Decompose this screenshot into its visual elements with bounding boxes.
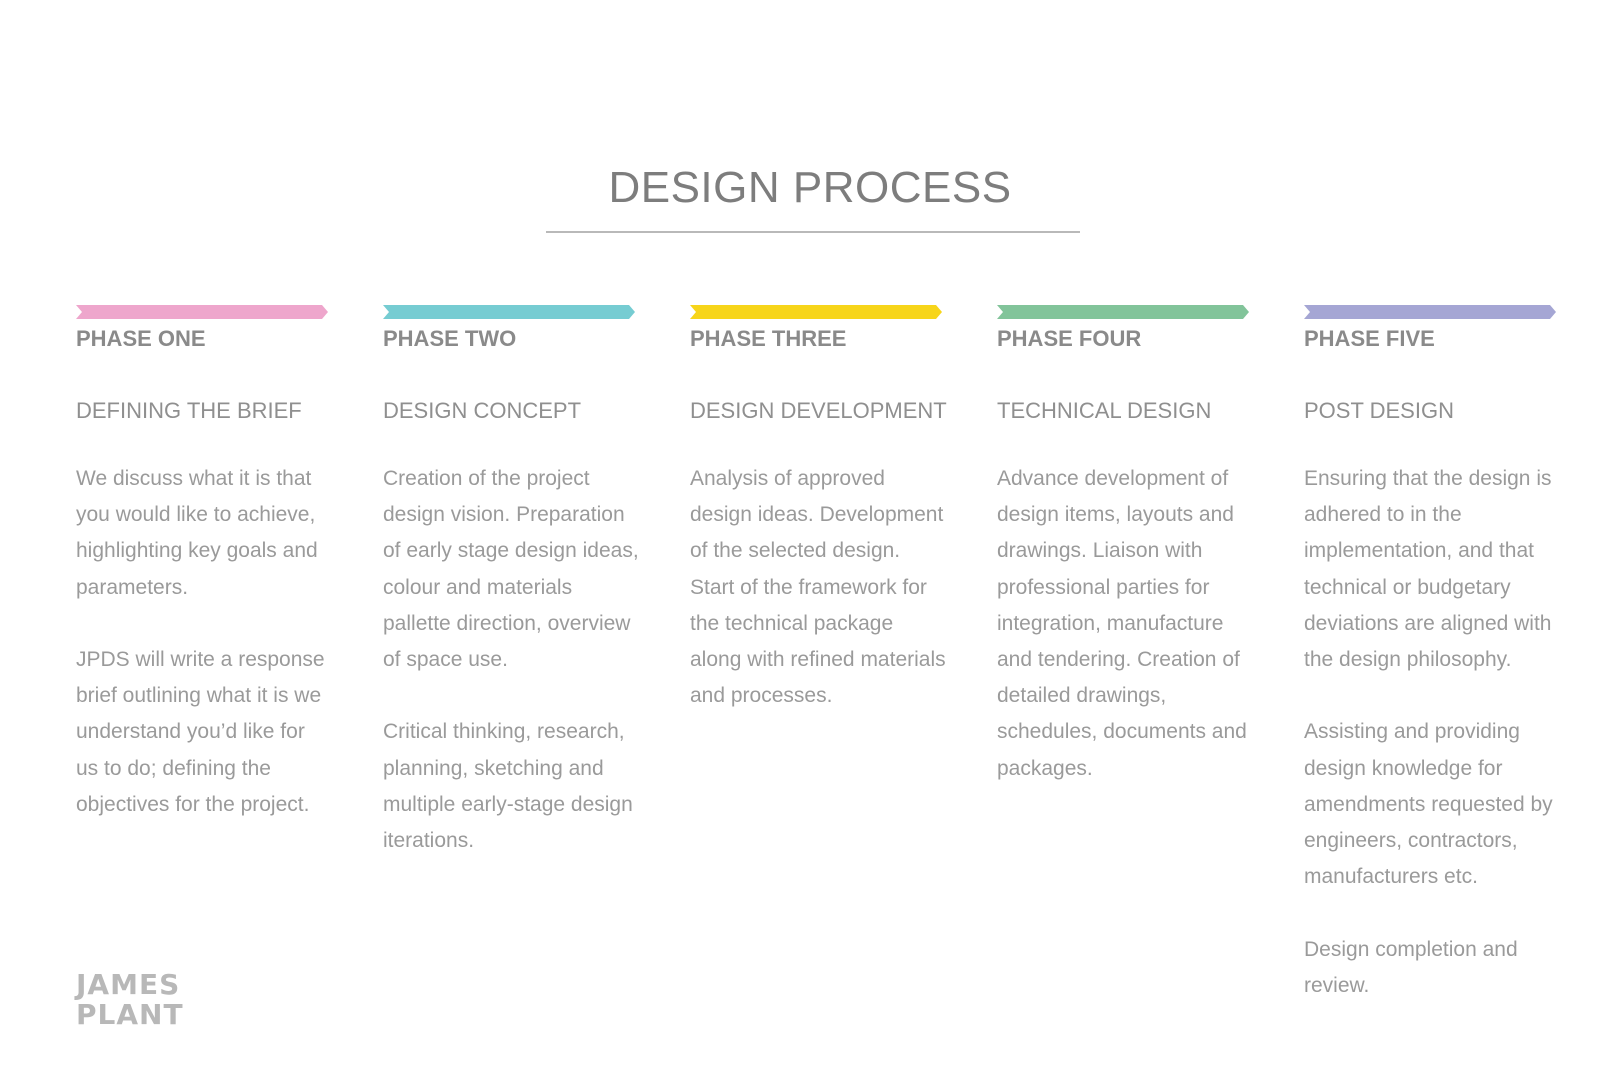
phase-subtitle: DESIGN DEVELOPMENT — [690, 398, 947, 423]
phase-paragraph: Assisting and providing design knowledge… — [1304, 720, 1553, 889]
phase-paragraph: Design completion and review. — [1304, 937, 1518, 997]
phase-subtitle: DEFINING THE BRIEF — [76, 398, 302, 423]
phase-description: Analysis of approved design ideas. Devel… — [690, 461, 946, 714]
phase-column-five: PHASE FIVE POST DESIGN Ensuring that the… — [1304, 305, 1560, 1040]
page-title: DESIGN PROCESS — [608, 163, 1012, 212]
phase-paragraph: JPDS will write a response brief outlini… — [76, 648, 325, 816]
phase-paragraph: Critical thinking, research, planning, s… — [383, 720, 633, 853]
phase-subtitle: DESIGN CONCEPT — [383, 398, 582, 423]
phase-paragraph: We discuss what it is that you would lik… — [76, 467, 318, 599]
phase-paragraph: Creation of the project design vision. P… — [383, 467, 639, 672]
logo-line-two: PLANT — [76, 998, 184, 1031]
phase-label: PHASE FOUR — [997, 326, 1142, 351]
phase-subtitle: TECHNICAL DESIGN — [997, 398, 1212, 423]
company-logo: JAMES PLANT — [76, 970, 184, 1030]
phase-paragraph: Advance development of design items, lay… — [997, 467, 1247, 780]
logo-line-one: JAMES — [76, 968, 181, 1001]
phase-label: PHASE THREE — [690, 326, 847, 351]
phase-five-ribbon — [1304, 305, 1556, 319]
phase-four-ribbon — [997, 305, 1249, 319]
phase-paragraph: Ensuring that the design is adhered to i… — [1304, 467, 1552, 672]
phase-column-two: PHASE TWO DESIGN CONCEPT Creation of the… — [383, 305, 639, 895]
phase-description: Creation of the project design vision. P… — [383, 461, 639, 859]
phase-label: PHASE FIVE — [1304, 326, 1435, 351]
phase-one-ribbon — [76, 305, 328, 319]
phase-column-three: PHASE THREE DESIGN DEVELOPMENT Analysis … — [690, 305, 947, 751]
phase-description: Ensuring that the design is adhered to i… — [1304, 461, 1560, 1004]
phase-two-ribbon — [383, 305, 635, 319]
phase-label: PHASE TWO — [383, 326, 517, 351]
phase-paragraph: Analysis of approved design ideas. Devel… — [690, 467, 946, 708]
phase-label: PHASE ONE — [76, 326, 206, 351]
phase-column-four: PHASE FOUR TECHNICAL DESIGN Advance deve… — [997, 305, 1253, 823]
title-divider — [546, 231, 1080, 233]
phase-column-one: PHASE ONE DEFINING THE BRIEF We discuss … — [76, 305, 332, 859]
phase-three-ribbon — [690, 305, 942, 319]
phase-description: Advance development of design items, lay… — [997, 461, 1253, 787]
phase-description: We discuss what it is that you would lik… — [76, 461, 332, 823]
phase-subtitle: POST DESIGN — [1304, 398, 1454, 423]
